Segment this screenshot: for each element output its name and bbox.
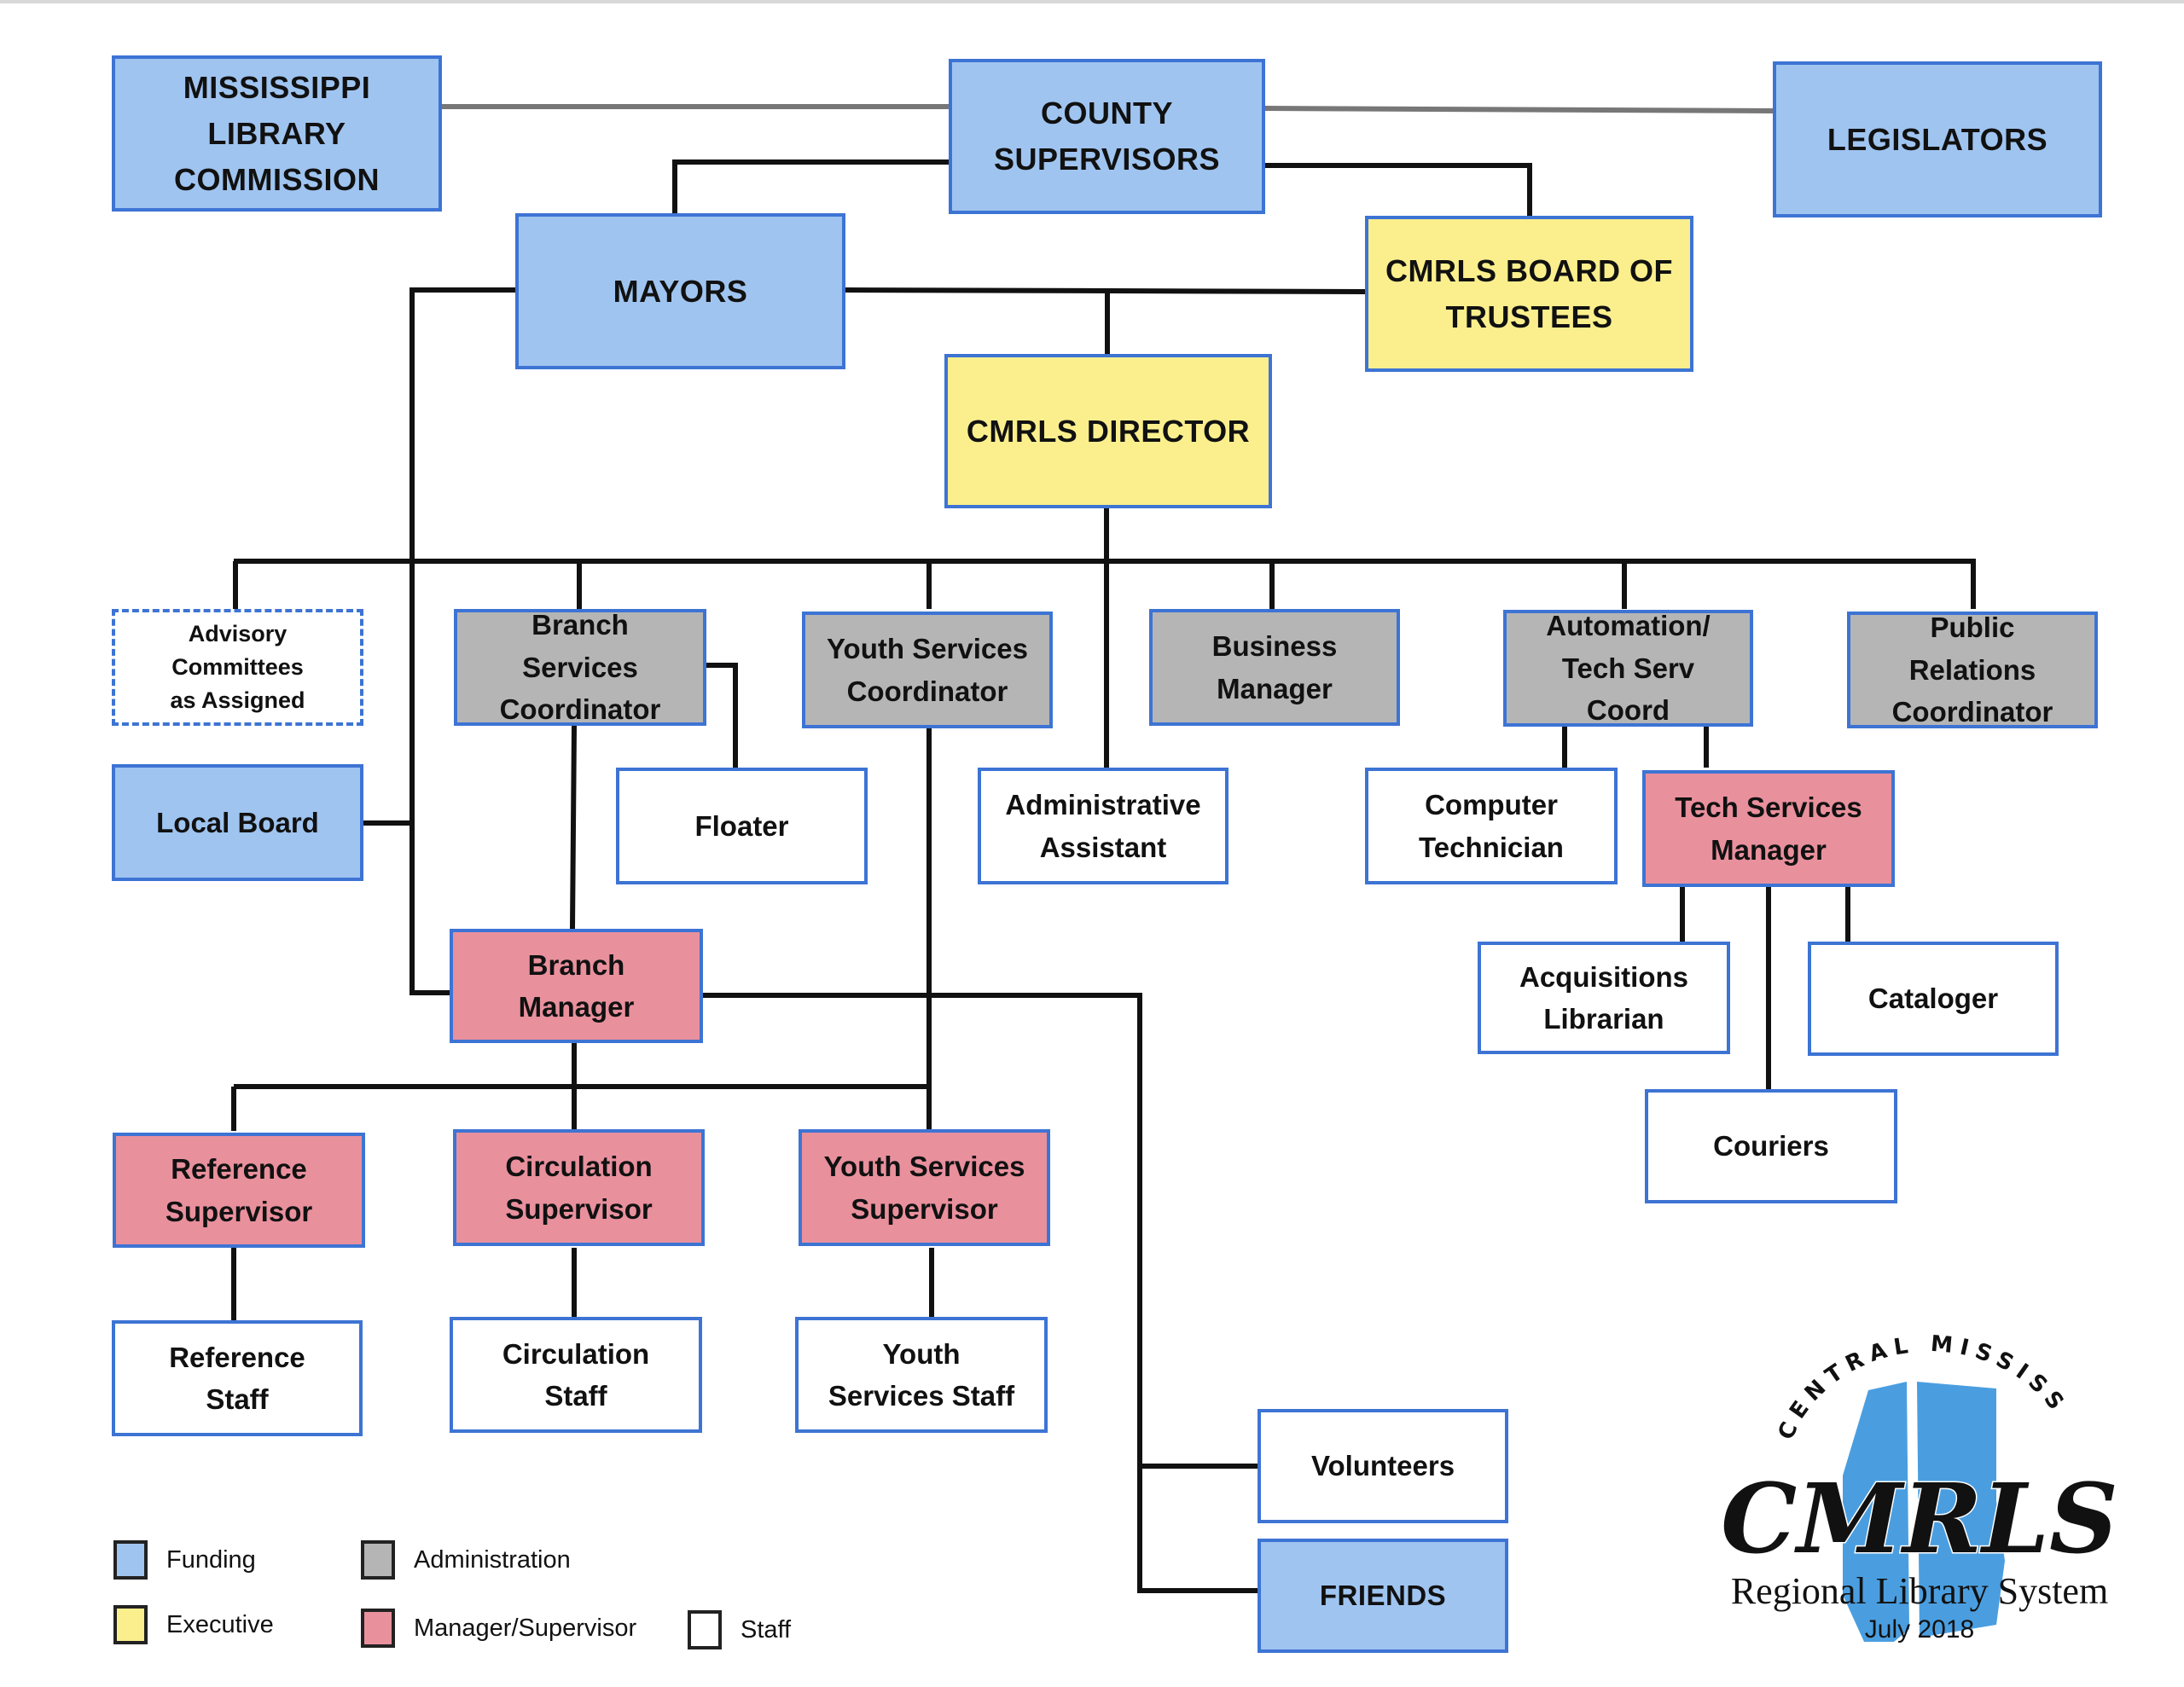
node-business-manager: Business Manager xyxy=(1149,609,1400,726)
node-floater: Floater xyxy=(616,768,868,884)
node-label: Cataloger xyxy=(1867,983,1999,1015)
node-acquisitions-librarian: Acquisitions Librarian xyxy=(1478,942,1730,1054)
cmrls-logo: CENTRAL MISSISSIPPI CMRLS xyxy=(1715,1305,2119,1642)
node-label: Volunteers xyxy=(1310,1450,1455,1482)
node-youth-services-supervisor: Youth Services Supervisor xyxy=(799,1129,1050,1246)
node-label: Reference Staff xyxy=(169,1341,305,1416)
node-board-of-trustees: CMRLS BOARD OF TRUSTEES xyxy=(1365,216,1693,372)
node-label: Youth Services Staff xyxy=(828,1337,1015,1412)
node-mississippi-library-commission: MISSISSIPPI LIBRARY COMMISSION xyxy=(112,55,442,212)
node-label: MISSISSIPPI LIBRARY COMMISSION xyxy=(173,69,380,197)
legend-manager-supervisor: Manager/Supervisor xyxy=(361,1609,636,1648)
node-public-relations-coordinator: Public Relations Coordinator xyxy=(1847,612,2098,728)
node-label: FRIENDS xyxy=(1319,1580,1447,1612)
legend-funding: Funding xyxy=(113,1540,256,1580)
node-label: Reference Supervisor xyxy=(165,1153,313,1227)
node-label: MAYORS xyxy=(613,273,748,309)
node-label: Local Board xyxy=(156,806,319,838)
node-label: Branch Manager xyxy=(518,948,635,1023)
node-reference-staff: Reference Staff xyxy=(112,1320,363,1436)
node-label: Youth Services Supervisor xyxy=(823,1151,1025,1225)
node-label: Advisory Committees as Assigned xyxy=(170,620,305,714)
node-reference-supervisor: Reference Supervisor xyxy=(113,1133,365,1248)
node-volunteers: Volunteers xyxy=(1258,1409,1508,1523)
logo-subtitle: Regional Library System xyxy=(1730,1570,2109,1612)
legend-swatch xyxy=(688,1610,722,1649)
node-branch-services-coordinator: Branch Services Coordinator xyxy=(454,609,706,726)
node-youth-services-staff: Youth Services Staff xyxy=(795,1317,1048,1433)
legend-swatch xyxy=(361,1540,395,1580)
node-county-supervisors: COUNTY SUPERVISORS xyxy=(949,59,1265,214)
legend-administration: Administration xyxy=(361,1540,571,1580)
node-label: Computer Technician xyxy=(1419,789,1564,863)
node-tech-services-manager: Tech Services Manager xyxy=(1642,770,1895,887)
legend-label: Funding xyxy=(166,1545,256,1574)
node-label: Floater xyxy=(694,809,789,842)
connector-branchcoord-manager xyxy=(570,725,577,930)
logo-wordmark: CMRLS xyxy=(1721,1464,2118,1575)
node-legislators: LEGISLATORS xyxy=(1773,61,2102,217)
node-label: Circulation Supervisor xyxy=(505,1151,653,1225)
legend-executive: Executive xyxy=(113,1605,274,1644)
legend-label: Staff xyxy=(741,1615,792,1644)
node-circulation-supervisor: Circulation Supervisor xyxy=(453,1129,705,1246)
logo-date: July 2018 xyxy=(1864,1615,1975,1644)
node-local-board: Local Board xyxy=(112,764,363,881)
node-computer-technician: Computer Technician xyxy=(1365,768,1618,884)
connector-county-legislators xyxy=(1264,106,1774,113)
connector-mayors-branch xyxy=(410,287,515,995)
node-label: Tech Services Manager xyxy=(1675,791,1862,866)
legend-label: Manager/Supervisor xyxy=(414,1614,637,1642)
node-youth-services-coordinator: Youth Services Coordinator xyxy=(802,612,1053,728)
node-friends: FRIENDS xyxy=(1258,1539,1508,1653)
node-couriers: Couriers xyxy=(1645,1089,1897,1203)
connector-county-board xyxy=(1265,163,1532,216)
legend-label: Executive xyxy=(166,1610,274,1638)
legend-swatch xyxy=(113,1540,148,1580)
connector-county-mayors xyxy=(672,159,949,213)
node-automation-tech-serv-coord: Automation/ Tech Serv Coord xyxy=(1503,610,1753,727)
node-label: CMRLS DIRECTOR xyxy=(966,413,1251,449)
node-label: Couriers xyxy=(1713,1130,1829,1162)
node-label: Automation/ Tech Serv Coord xyxy=(1546,610,1711,727)
legend-swatch xyxy=(361,1609,395,1648)
node-label: LEGISLATORS xyxy=(1827,121,2048,157)
node-label: CMRLS BOARD OF TRUSTEES xyxy=(1385,252,1673,334)
connector-branchcoord-floater xyxy=(706,663,738,768)
node-advisory-committees: Advisory Committees as Assigned xyxy=(112,609,363,726)
logo-state-shape-right xyxy=(1917,1382,2005,1638)
node-label: COUNTY SUPERVISORS xyxy=(994,96,1220,177)
node-cataloger: Cataloger xyxy=(1808,942,2059,1056)
node-label: Youth Services Coordinator xyxy=(827,633,1028,707)
node-label: Business Manager xyxy=(1211,630,1338,704)
node-label: Circulation Staff xyxy=(502,1337,650,1412)
node-label: Public Relations Coordinator xyxy=(1891,612,2053,728)
node-label: Branch Services Coordinator xyxy=(499,609,661,726)
logo-state-shape-left xyxy=(1843,1382,1909,1642)
legend-swatch xyxy=(113,1605,148,1644)
node-administrative-assistant: Administrative Assistant xyxy=(978,768,1228,884)
node-branch-manager: Branch Manager xyxy=(450,929,703,1043)
legend-staff: Staff xyxy=(688,1610,791,1649)
node-label: Acquisitions Librarian xyxy=(1519,960,1689,1035)
node-label: Administrative Assistant xyxy=(1005,789,1201,863)
node-mayors: MAYORS xyxy=(515,213,845,369)
node-circulation-staff: Circulation Staff xyxy=(450,1317,702,1433)
node-director: CMRLS DIRECTOR xyxy=(944,354,1272,508)
legend-label: Administration xyxy=(414,1545,571,1574)
page-top-border xyxy=(0,0,2184,3)
connector-branchmgr-volunteers xyxy=(703,993,1258,1593)
